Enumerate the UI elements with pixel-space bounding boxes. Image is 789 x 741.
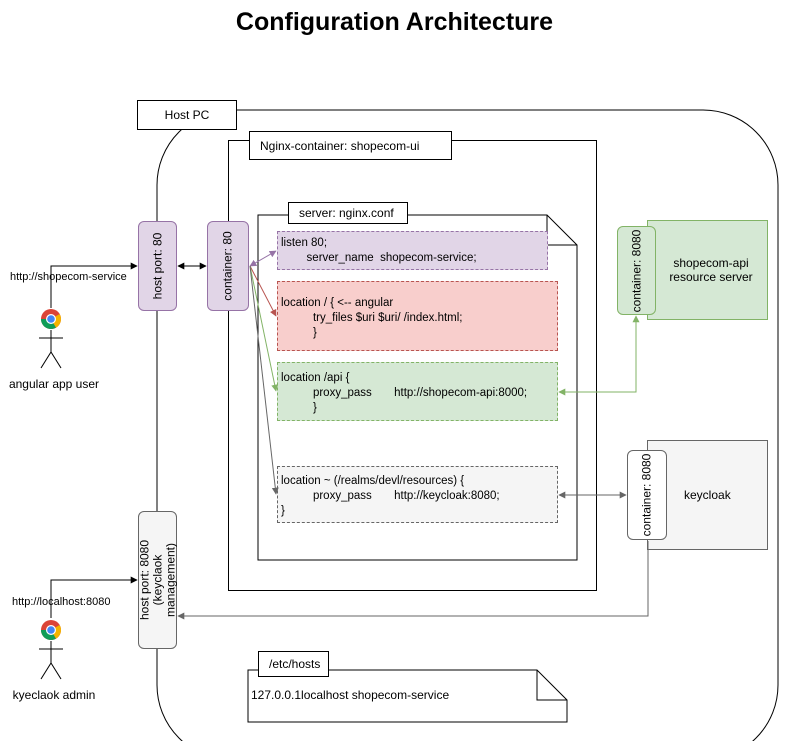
code-line: location / { <-- angular bbox=[281, 297, 394, 309]
host-port-8080: host port: 8080 (keyclaok management) bbox=[137, 511, 177, 649]
angular-user-actor bbox=[39, 309, 63, 369]
diagram-title: Configuration Architecture bbox=[235, 8, 554, 36]
code-line: proxy_pass http://shopecom-api:8000; bbox=[281, 387, 528, 399]
to-listen-arrow bbox=[249, 250, 277, 267]
nginx-conf-label: server: nginx.conf bbox=[288, 202, 408, 224]
container-port-80: container: 80 bbox=[207, 221, 249, 311]
angular-user-connector bbox=[50, 262, 138, 308]
listen-block: listen 80; server_name shopecom-service; bbox=[277, 231, 548, 270]
chrome-icon bbox=[41, 309, 61, 329]
host-port-80: host port: 80 bbox=[138, 221, 177, 311]
code-line: } bbox=[281, 505, 285, 517]
code-line: } bbox=[281, 327, 317, 339]
keycloak-location-block: location ~ (/realms/devl/resources) { pr… bbox=[277, 466, 558, 523]
to-api-arrow bbox=[249, 265, 279, 392]
keycloak-admin-connector bbox=[177, 541, 649, 620]
angular-url-label: http://shopecom-service bbox=[10, 271, 127, 283]
etc-hosts-content: 127.0.0.1localhost shopecom-service bbox=[251, 688, 450, 702]
keycloak-label: keycloak bbox=[684, 488, 731, 502]
chrome-icon bbox=[41, 620, 61, 640]
host-pc-label: Host PC bbox=[137, 100, 237, 130]
api-container-port-8080: container: 8080 bbox=[617, 226, 656, 315]
root-location-block: location / { <-- angular try_files $uri … bbox=[277, 281, 558, 351]
etc-hosts-label: /etc/hosts bbox=[258, 651, 329, 677]
code-line: listen 80; bbox=[281, 237, 328, 249]
nginx-container-label: Nginx-container: shopecom-ui bbox=[249, 131, 452, 160]
angular-user-label: angular app user bbox=[8, 377, 100, 391]
admin-actor bbox=[39, 620, 63, 680]
code-line: try_files $uri $uri/ /index.html; bbox=[281, 312, 463, 324]
code-line: } bbox=[281, 402, 317, 414]
api-proxy-connector bbox=[558, 315, 640, 396]
code-line: server_name shopecom-service; bbox=[281, 252, 477, 264]
shopecom-api-label: shopecom-api resource server bbox=[669, 256, 753, 284]
code-line: location /api { bbox=[281, 372, 350, 384]
keycloak-container-port-8080: container: 8080 bbox=[627, 450, 667, 540]
code-line: location ~ (/realms/devl/resources) { bbox=[281, 475, 465, 487]
admin-user-label: kyeclaok admin bbox=[12, 688, 96, 702]
shopecom-api-box bbox=[647, 220, 768, 320]
admin-connector bbox=[50, 576, 138, 618]
to-root-arrow bbox=[249, 265, 277, 317]
code-line: proxy_pass http://keycloak:8080; bbox=[281, 490, 500, 502]
admin-url-label: http://localhost:8080 bbox=[12, 596, 111, 608]
api-location-block: location /api { proxy_pass http://shopec… bbox=[277, 362, 558, 421]
to-keycloak-block-arrow bbox=[249, 265, 279, 495]
